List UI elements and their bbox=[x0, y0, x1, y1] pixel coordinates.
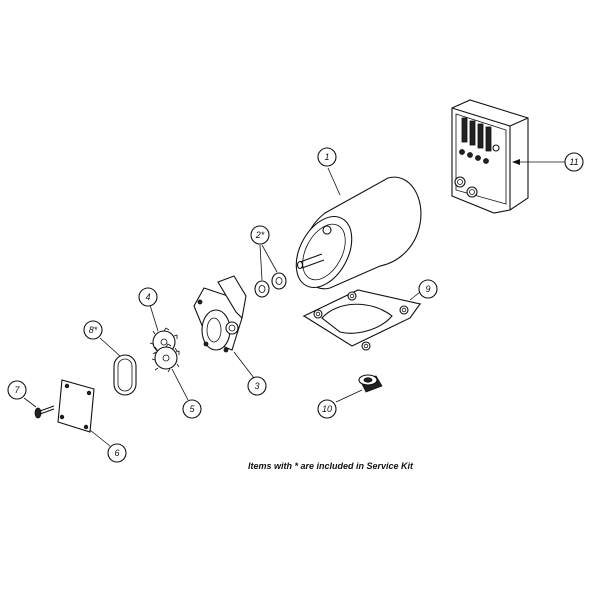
callout-4-label: 4 bbox=[145, 292, 150, 302]
callout-1-label: 1 bbox=[324, 152, 329, 162]
callout-3: 3 bbox=[247, 376, 267, 396]
callout-7-label: 7 bbox=[14, 385, 20, 395]
part-9-bracket bbox=[302, 289, 422, 351]
service-kit-footnote: Items with * are included in Service Kit bbox=[248, 461, 414, 471]
callout-1: 1 bbox=[317, 147, 337, 167]
callout-2: 2* bbox=[250, 225, 270, 245]
callout-8-label: 8* bbox=[89, 325, 98, 335]
callout-8: 8* bbox=[83, 320, 103, 340]
part-11-control-box bbox=[451, 99, 565, 214]
callout-9: 9 bbox=[418, 279, 438, 299]
callout-3-label: 3 bbox=[254, 381, 259, 391]
callout-7: 7 bbox=[7, 380, 27, 400]
callout-6-label: 6 bbox=[114, 448, 119, 458]
callout-5-label: 5 bbox=[189, 404, 195, 414]
callout-9-label: 9 bbox=[425, 284, 430, 294]
callout-2-label: 2* bbox=[255, 230, 265, 240]
part-7-screw bbox=[23, 397, 55, 419]
callout-10: 10 bbox=[317, 399, 337, 419]
callout-10-label: 10 bbox=[322, 404, 332, 414]
callout-6: 6 bbox=[107, 443, 127, 463]
part-10-grommet bbox=[335, 374, 383, 403]
callout-11: 11 bbox=[564, 152, 584, 172]
part-8-o-ring bbox=[99, 337, 137, 396]
terminal-block bbox=[459, 117, 500, 164]
part-3-pump-housing bbox=[193, 275, 255, 379]
part-6-cover-plate bbox=[57, 379, 111, 447]
callout-5: 5 bbox=[182, 399, 202, 419]
callout-4: 4 bbox=[138, 287, 158, 307]
callout-11-label: 11 bbox=[569, 157, 578, 167]
part-5-gear bbox=[151, 343, 189, 401]
part-1-motor bbox=[295, 167, 422, 290]
part-2-bearings bbox=[254, 244, 287, 298]
